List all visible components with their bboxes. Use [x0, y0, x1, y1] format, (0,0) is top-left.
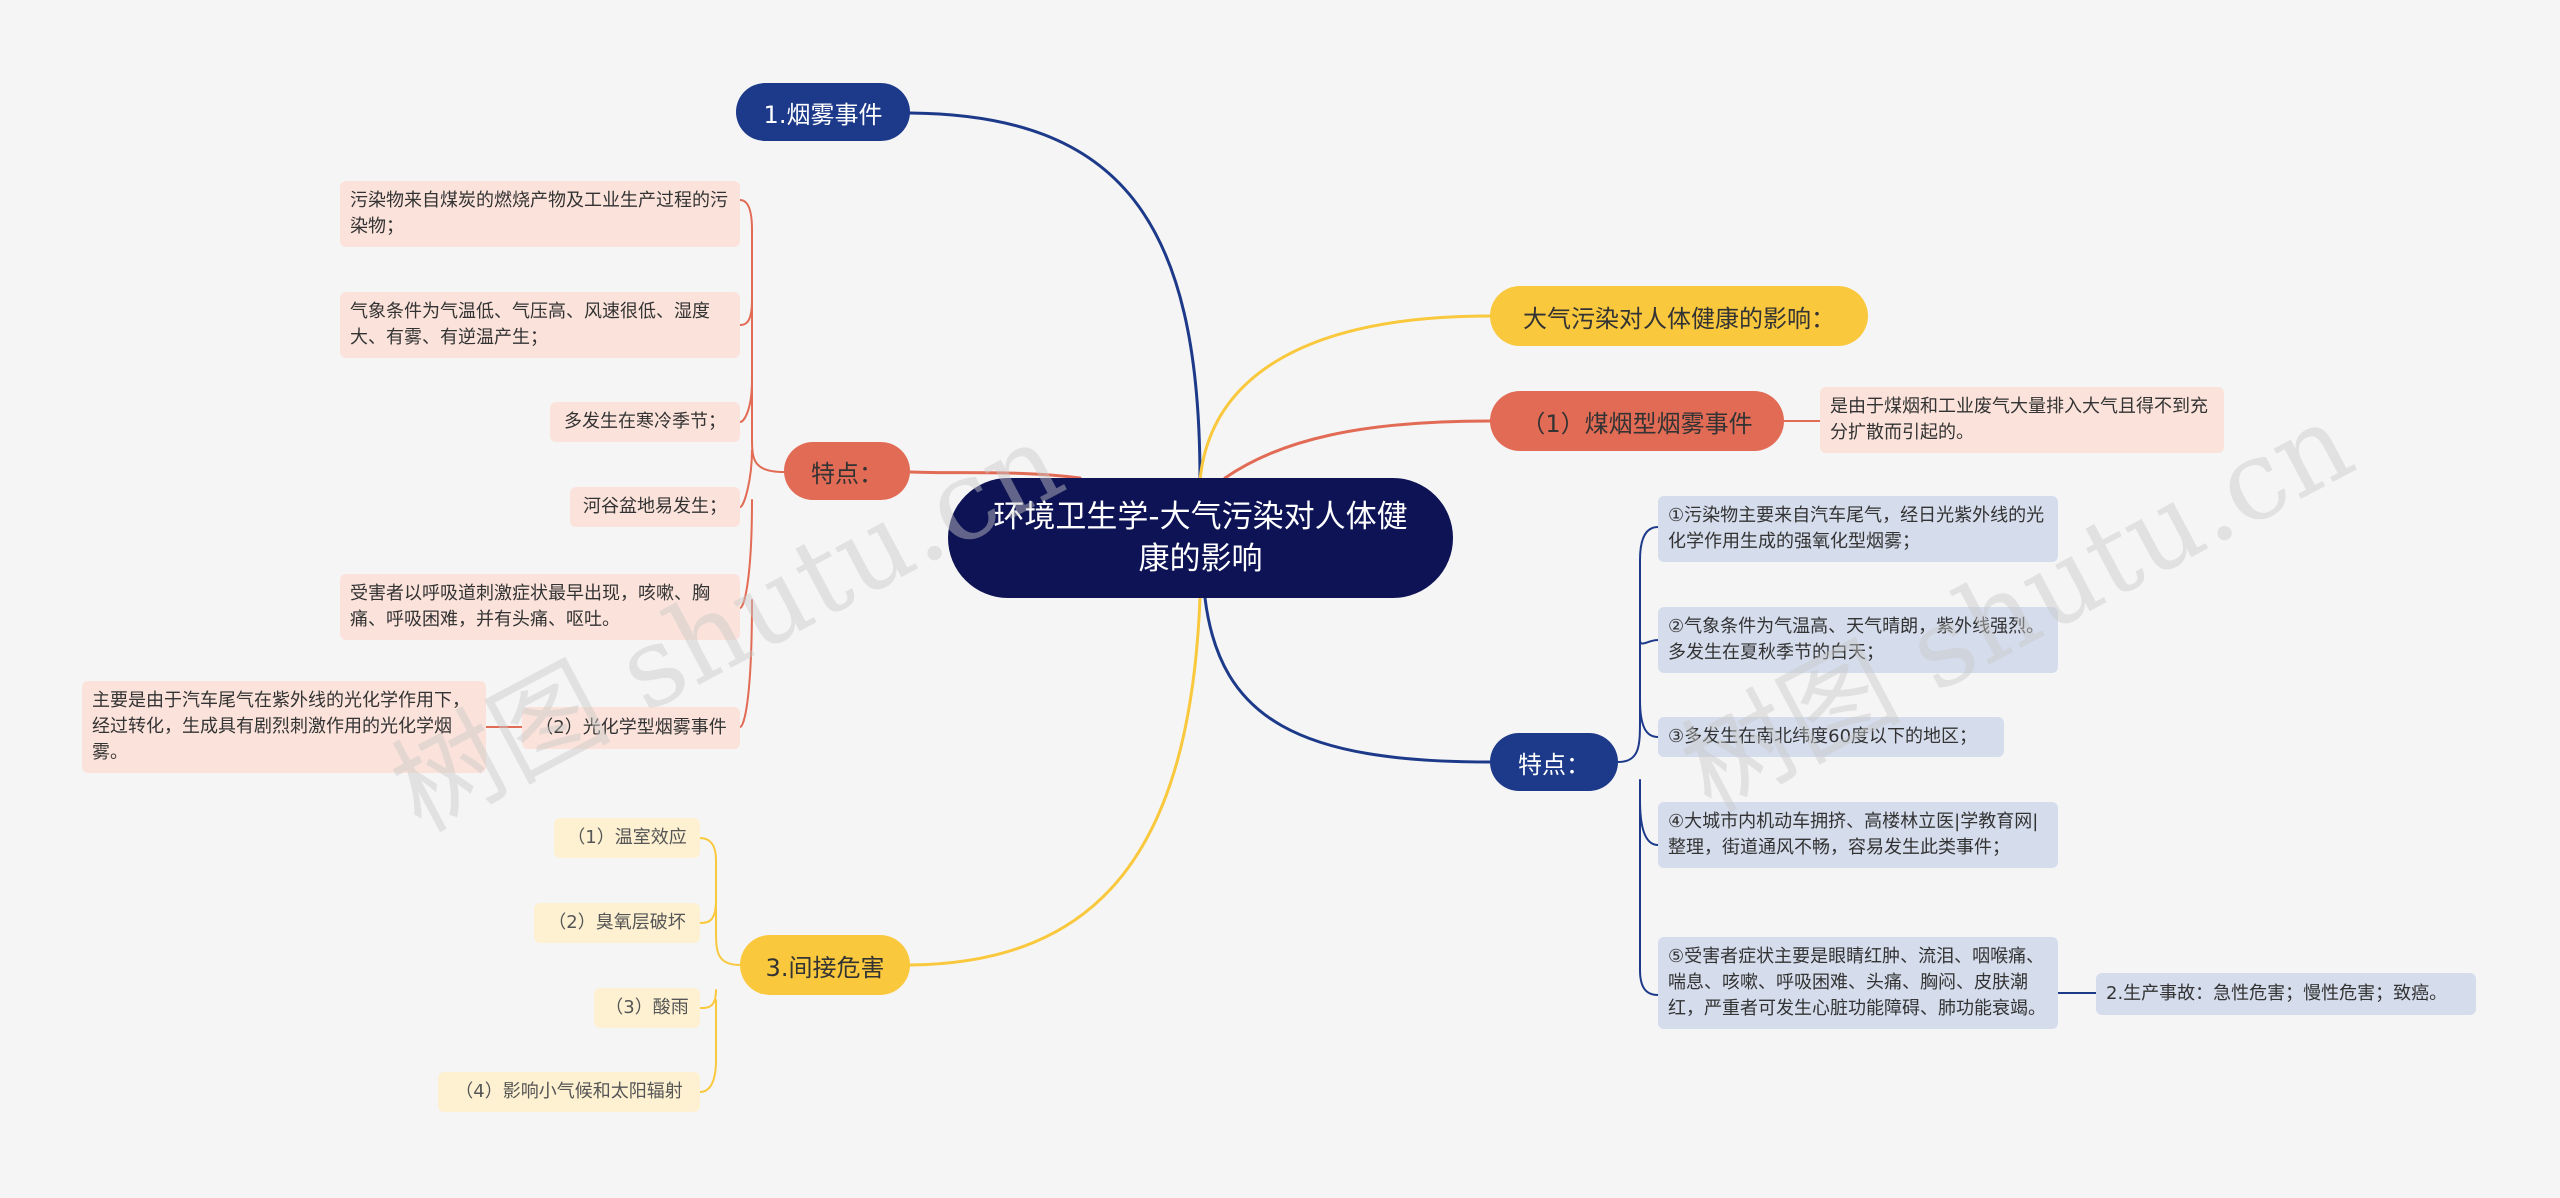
- branch-health-impact-label: 大气污染对人体健康的影响：: [1523, 304, 1835, 333]
- branch-features-left[interactable]: 特点：: [784, 442, 910, 500]
- feature-left-item[interactable]: 污染物来自煤炭的燃烧产物及工业生产过程的污染物；: [340, 181, 740, 247]
- branch-health-impact[interactable]: 大气污染对人体健康的影响：: [1490, 286, 1868, 346]
- feature-left-item[interactable]: 受害者以呼吸道刺激症状最早出现，咳嗽、胸痛、呼吸困难，并有头痛、呕吐。: [340, 574, 740, 640]
- feature-right-item[interactable]: ③多发生在南北纬度60度以下的地区；: [1658, 717, 2004, 757]
- photochemical-smog-detail[interactable]: 主要是由于汽车尾气在紫外线的光化学作用下，经过转化，生成具有剧烈刺激作用的光化学…: [82, 681, 486, 773]
- branch-features-right-label: 特点：: [1518, 750, 1590, 779]
- feature-left-text: 多发生在寒冷季节；: [564, 411, 726, 432]
- feature-left-item[interactable]: 河谷盆地易发生；: [570, 487, 740, 527]
- indirect-harm-item[interactable]: （4）影响小气候和太阳辐射: [438, 1072, 700, 1112]
- branch-coal-smog[interactable]: （1）煤烟型烟雾事件: [1490, 391, 1784, 451]
- central-topic[interactable]: 环境卫生学-大气污染对人体健康的影响: [948, 478, 1453, 598]
- feature-left-text: 受害者以呼吸道刺激症状最早出现，咳嗽、胸痛、呼吸困难，并有头痛、呕吐。: [350, 583, 710, 630]
- production-accident-text: 2.生产事故：急性危害；慢性危害；致癌。: [2106, 983, 2448, 1004]
- feature-left-text: 河谷盆地易发生；: [583, 496, 727, 517]
- branch-coal-smog-label: （1）煤烟型烟雾事件: [1521, 409, 1753, 438]
- feature-right-item[interactable]: ②气象条件为气温高、天气晴朗，紫外线强烈。多发生在夏秋季节的白天；: [1658, 607, 2058, 673]
- indirect-harm-text: （1）温室效应: [567, 827, 687, 848]
- feature-right-text: ③多发生在南北纬度60度以下的地区；: [1668, 726, 1978, 747]
- feature-left-item[interactable]: 气象条件为气温低、气压高、风速很低、湿度大、有雾、有逆温产生；: [340, 292, 740, 358]
- link-root-features-right: [1203, 596, 1492, 764]
- feature-right-text: ①污染物主要来自汽车尾气，经日光紫外线的光化学作用生成的强氧化型烟雾；: [1668, 505, 2045, 552]
- photochemical-smog-detail-text: 主要是由于汽车尾气在紫外线的光化学作用下，经过转化，生成具有剧烈刺激作用的光化学…: [92, 690, 470, 763]
- indirect-harm-item[interactable]: （1）温室效应: [554, 818, 700, 858]
- indirect-harm-text: （4）影响小气候和太阳辐射: [455, 1081, 683, 1102]
- feature-right-text: ⑤受害者症状主要是眼睛红肿、流泪、咽喉痛、喘息、咳嗽、呼吸困难、头痛、胸闷、皮肤…: [1668, 946, 2046, 1019]
- indirect-harm-item[interactable]: （3）酸雨: [594, 988, 700, 1028]
- indirect-harm-text: （3）酸雨: [605, 997, 689, 1018]
- link-root-smog: [908, 111, 1202, 482]
- feature-right-text: ②气象条件为气温高、天气晴朗，紫外线强烈。多发生在夏秋季节的白天；: [1668, 616, 2045, 663]
- feature-right-text: ④大城市内机动车拥挤、高楼林立医|学教育网|整理，街道通风不畅，容易发生此类事件…: [1668, 811, 2039, 858]
- link-indirect-items: [699, 837, 741, 1093]
- branch-smog-event[interactable]: 1.烟雾事件: [736, 83, 910, 141]
- branch-features-left-label: 特点：: [811, 459, 883, 488]
- feature-right-item[interactable]: ①污染物主要来自汽车尾气，经日光紫外线的光化学作用生成的强氧化型烟雾；: [1658, 496, 2058, 562]
- link-root-features-left: [908, 470, 1082, 480]
- link-root-coal: [1223, 419, 1492, 480]
- branch-indirect-harm-label: 3.间接危害: [765, 953, 885, 982]
- feature-left-text: 气象条件为气温低、气压高、风速很低、湿度大、有雾、有逆温产生；: [350, 301, 710, 348]
- feature-left-item[interactable]: 多发生在寒冷季节；: [550, 402, 740, 442]
- branch-indirect-harm[interactable]: 3.间接危害: [740, 935, 910, 995]
- feature-right-item[interactable]: ⑤受害者症状主要是眼睛红肿、流泪、咽喉痛、喘息、咳嗽、呼吸困难、头痛、胸闷、皮肤…: [1658, 937, 2058, 1029]
- branch-features-right[interactable]: 特点：: [1490, 733, 1618, 791]
- link-features-right-items: [1617, 526, 1659, 996]
- feature-left-text: 污染物来自煤炭的燃烧产物及工业生产过程的污染物；: [350, 190, 728, 237]
- link-features-left-items: [739, 199, 785, 728]
- indirect-harm-text: （2）臭氧层破坏: [548, 912, 686, 933]
- photochemical-smog-label: （2）光化学型烟雾事件: [535, 717, 727, 738]
- branch-smog-event-label: 1.烟雾事件: [763, 100, 883, 129]
- coal-smog-detail[interactable]: 是由于煤烟和工业废气大量排入大气且得不到充分扩散而引起的。: [1820, 387, 2224, 453]
- feature-right-item[interactable]: ④大城市内机动车拥挤、高楼林立医|学教育网|整理，街道通风不畅，容易发生此类事件…: [1658, 802, 2058, 868]
- production-accident-node[interactable]: 2.生产事故：急性危害；慢性危害；致癌。: [2096, 973, 2476, 1015]
- indirect-harm-item[interactable]: （2）臭氧层破坏: [534, 903, 700, 943]
- photochemical-smog-node[interactable]: （2）光化学型烟雾事件: [522, 707, 740, 749]
- coal-smog-detail-text: 是由于煤烟和工业废气大量排入大气且得不到充分扩散而引起的。: [1830, 396, 2208, 443]
- central-topic-label: 环境卫生学-大气污染对人体健康的影响: [993, 499, 1408, 577]
- link-root-impact: [1198, 314, 1492, 482]
- link-root-indirect: [908, 596, 1202, 967]
